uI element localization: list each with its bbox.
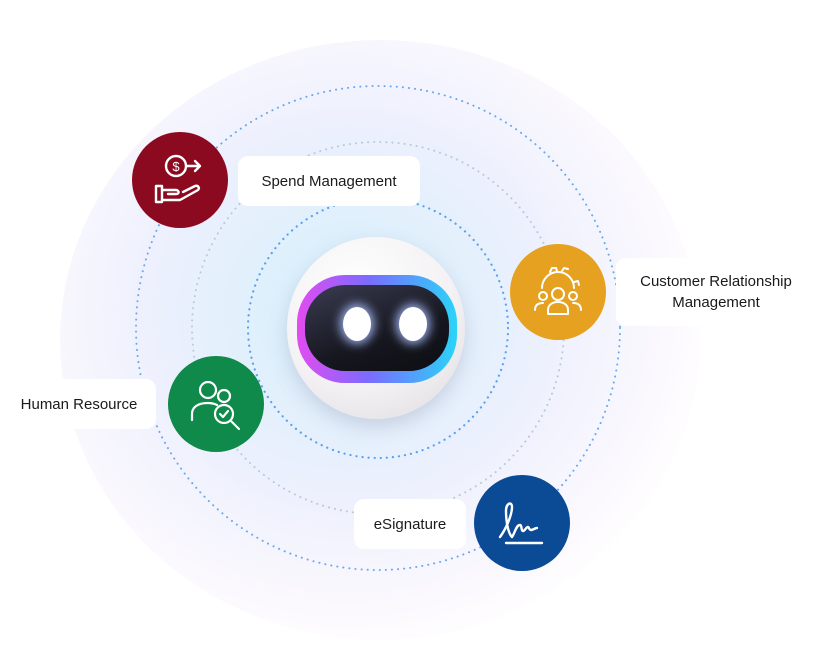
svg-text:$: $: [172, 159, 180, 174]
crm-text-line2: Management: [672, 294, 760, 311]
esignature-text: eSignature: [373, 515, 447, 533]
spend-management-text: Spend Management: [261, 172, 397, 190]
crm-node[interactable]: [510, 244, 606, 340]
people-search-icon: [190, 380, 241, 431]
human-resource-text: Human Resource: [20, 395, 138, 413]
esignature-label[interactable]: eSignature: [354, 499, 466, 549]
crm-label[interactable]: Customer Relationship Management: [616, 258, 816, 326]
robot-screen: [305, 285, 449, 371]
crm-text-line1: Customer Relationship: [640, 273, 792, 290]
inner-orbit: [246, 196, 510, 460]
robot-avatar: [287, 237, 465, 419]
spend-management-node[interactable]: $: [132, 132, 228, 228]
money-hand-icon: $: [154, 154, 202, 204]
robot-visor: [297, 275, 457, 383]
robot-eye-left: [343, 307, 371, 341]
team-gear-icon: [534, 267, 582, 315]
signature-icon: [498, 502, 544, 545]
outer-orbit: [135, 85, 621, 571]
esignature-node[interactable]: [474, 475, 570, 571]
spend-management-label[interactable]: Spend Management: [238, 156, 420, 206]
human-resource-node[interactable]: [168, 356, 264, 452]
robot-eye-right: [399, 307, 427, 341]
human-resource-label[interactable]: Human Resource: [2, 379, 156, 429]
